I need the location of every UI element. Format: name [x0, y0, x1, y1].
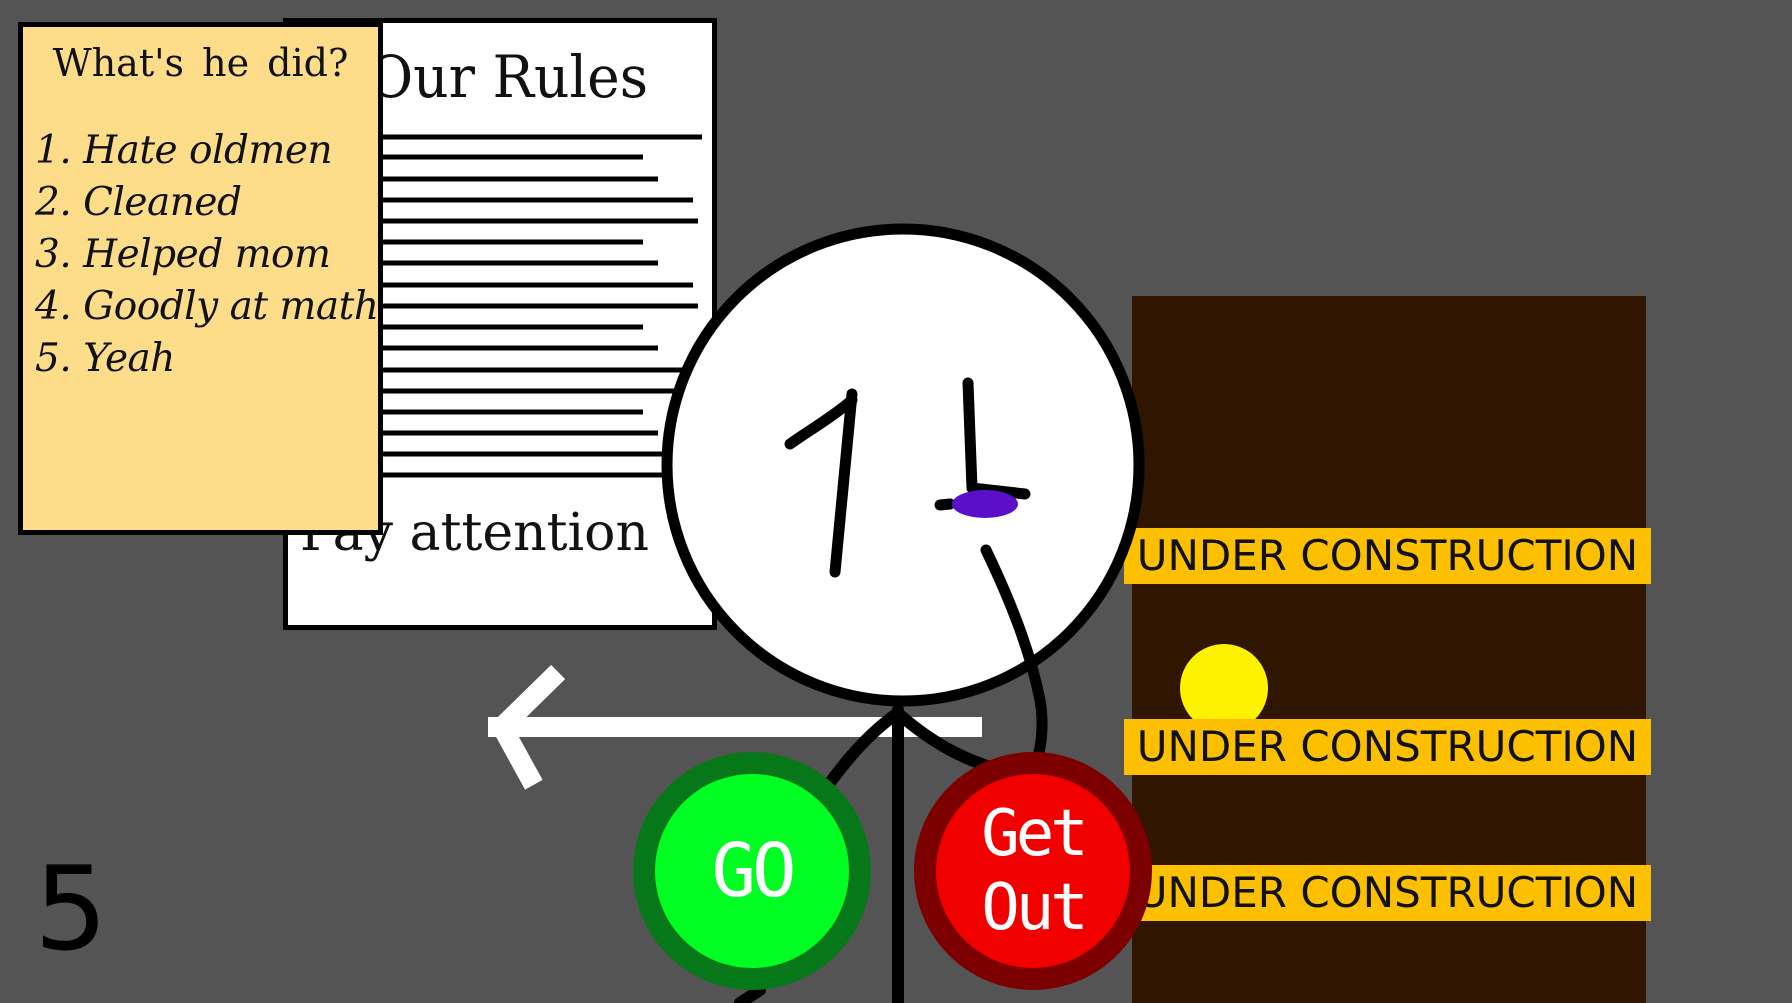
get-out-label-line1: Get — [981, 797, 1089, 871]
note-item: 2. Cleaned — [35, 180, 242, 225]
note-item: 1. Hate oldmen — [35, 128, 333, 173]
door-knob — [1180, 644, 1268, 732]
note-title: What's he did? — [52, 41, 349, 85]
purple-eye — [952, 490, 1018, 518]
day-counter: 5 — [34, 842, 108, 977]
note-item: 3. Helped mom — [35, 232, 331, 277]
construction-tape: UNDER CONSTRUCTION — [1124, 528, 1651, 584]
note-list: 1. Hate oldmen 2. Cleaned 3. Helped mom … — [35, 125, 379, 385]
construction-tape: UNDER CONSTRUCTION — [1124, 865, 1651, 921]
head — [661, 223, 1145, 707]
get-out-label-line2: Out — [981, 871, 1089, 945]
rules-text-lines — [383, 134, 702, 478]
rules-title: Our Rules — [368, 43, 648, 111]
go-label: GO — [711, 828, 796, 914]
construction-tape: UNDER CONSTRUCTION — [1124, 719, 1651, 775]
note-item: 4. Goodly at math — [35, 284, 379, 329]
go-button[interactable]: GO — [633, 752, 871, 990]
sticky-note: What's he did? 1. Hate oldmen 2. Cleaned… — [18, 22, 383, 535]
note-item: 5. Yeah — [35, 336, 175, 381]
get-out-button[interactable]: Get Out — [914, 752, 1152, 990]
